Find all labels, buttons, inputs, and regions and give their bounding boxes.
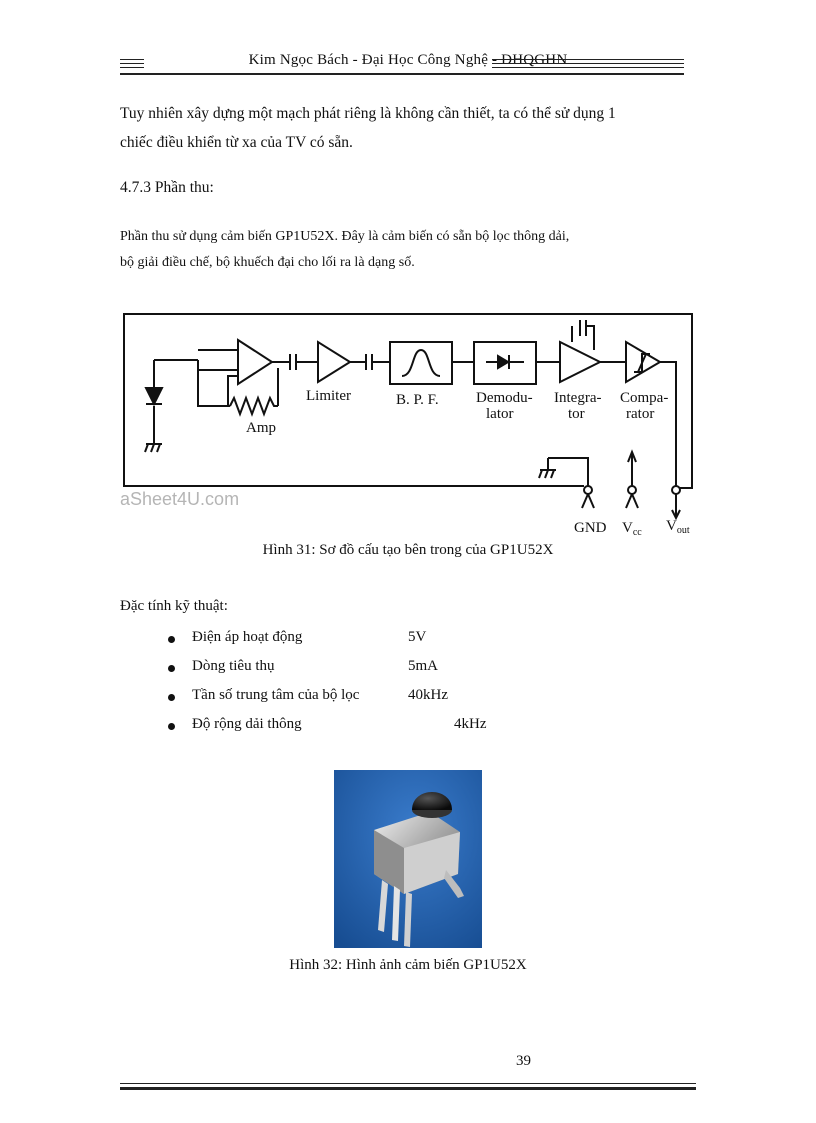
- footer-rule-bottom: [120, 1087, 696, 1090]
- ground-pin-icon: [538, 458, 556, 479]
- page-number: 39: [516, 1053, 531, 1069]
- label-demodulator-1: Demodu-: [476, 390, 533, 406]
- gnd-terminal: [583, 485, 593, 495]
- bullet-icon: [168, 694, 175, 701]
- photodiode-icon: [144, 387, 164, 407]
- intro-line-1: Tuy nhiên xây dựng một mạch phát riêng l…: [120, 105, 616, 122]
- vout-terminal: [671, 485, 681, 495]
- sensor-pin-1: [378, 880, 388, 932]
- sensor-pin-3: [404, 892, 412, 947]
- spec-value: 40kHz: [408, 687, 448, 703]
- header-rule-right-2: [492, 63, 684, 64]
- coupling-capacitor-2: [365, 354, 373, 370]
- label-bpf: B. P. F.: [396, 392, 439, 408]
- bpf-box: [389, 341, 453, 385]
- header-title: Kim Ngọc Bách - Đại Học Công Nghệ - ĐHQG…: [248, 52, 568, 68]
- sensor-photo: [334, 770, 482, 948]
- diode-icon: [497, 354, 510, 370]
- spec-label: Tần số trung tâm của bộ lọc: [192, 687, 360, 703]
- hysteresis-icon: [634, 353, 650, 373]
- sensor-pin-2: [392, 886, 400, 941]
- limiter-triangle: [317, 340, 352, 384]
- header-rule-right-1: [492, 59, 684, 60]
- bullet-icon: [168, 665, 175, 672]
- specs-title: Đặc tính kỹ thuật:: [120, 598, 228, 614]
- spec-label: Dòng tiêu thụ: [192, 658, 275, 674]
- spec-value: 5mA: [408, 658, 438, 674]
- spec-label: Điện áp hoạt động: [192, 629, 303, 645]
- block-diagram: Amp Limiter B. P. F. Demodu- lator Integ…: [120, 313, 693, 538]
- receiver-line-1: Phần thu sử dụng cảm biến GP1U52X. Đây l…: [120, 229, 570, 244]
- label-vout: Vout: [666, 518, 690, 536]
- footer-rule-top: [120, 1083, 696, 1084]
- spec-value: 4kHz: [454, 716, 487, 732]
- label-integrator-1: Integra-: [554, 390, 601, 406]
- spec-label: Độ rộng dải thông: [192, 716, 302, 732]
- header-rule-left-3: [120, 67, 144, 68]
- bpf-curve-icon: [401, 348, 441, 377]
- bullet-icon: [168, 723, 175, 730]
- integrator-capacitor: [571, 320, 595, 350]
- integrator-triangle: [559, 340, 603, 384]
- header-rule-bottom: [120, 73, 684, 75]
- header-rule-right-3: [492, 67, 684, 68]
- header-rule-left-1: [120, 59, 144, 60]
- bullet-icon: [168, 636, 175, 643]
- coupling-capacitor-1: [289, 354, 297, 370]
- sensor-tab: [444, 870, 464, 898]
- watermark-text: aSheet4U.com: [120, 489, 239, 509]
- vcc-terminal: [627, 485, 637, 495]
- label-comparator-2: rator: [626, 406, 654, 422]
- ground-left-icon: [144, 443, 162, 453]
- receiver-paragraph: Phần thu sử dụng cảm biến GP1U52X. Đây l…: [120, 224, 569, 276]
- caption-figure-31: Hình 31: Sơ đồ cấu tạo bên trong của GP1…: [262, 542, 554, 558]
- intro-line-2: chiếc điều khiển từ xa của TV có sẵn.: [120, 134, 353, 151]
- diagram-outer-frame: [123, 313, 693, 489]
- sensor-dome: [412, 792, 452, 810]
- section-heading: 4.7.3 Phần thu:: [120, 179, 214, 196]
- spec-value: 5V: [408, 629, 427, 645]
- feedback-resistor: [229, 395, 278, 417]
- intro-paragraph: Tuy nhiên xây dựng một mạch phát riêng l…: [120, 99, 616, 157]
- amp-triangle: [237, 338, 274, 386]
- label-demodulator-2: lator: [486, 406, 514, 422]
- header-rule-left-2: [120, 63, 144, 64]
- label-amp: Amp: [246, 420, 276, 436]
- label-gnd: GND: [574, 520, 607, 536]
- caption-figure-32: Hình 32: Hình ảnh cảm biến GP1U52X: [289, 957, 527, 973]
- label-integrator-2: tor: [568, 406, 585, 422]
- label-comparator-1: Compa-: [620, 390, 668, 406]
- label-limiter: Limiter: [306, 388, 351, 404]
- label-vcc: Vcc: [622, 520, 642, 538]
- receiver-line-2: bộ giải điều chế, bộ khuếch đại cho lối …: [120, 255, 415, 270]
